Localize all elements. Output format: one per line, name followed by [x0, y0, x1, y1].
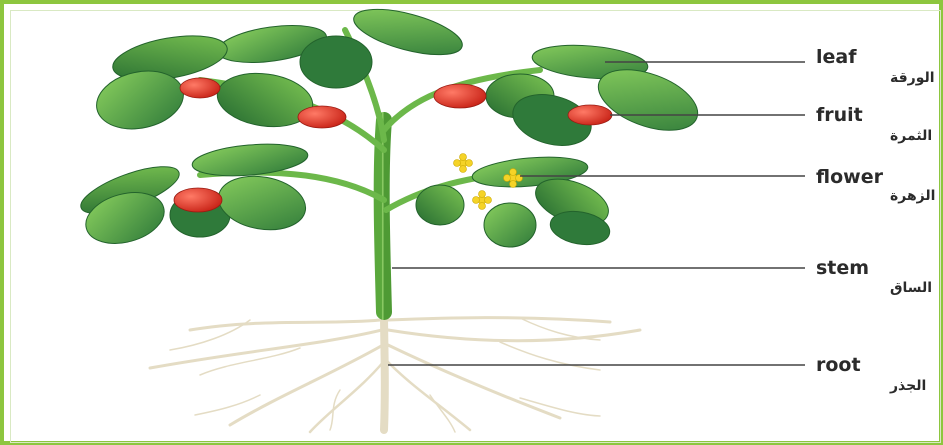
tomato-fruit — [434, 84, 486, 108]
label-flower-ar: الزهرة — [890, 188, 935, 204]
tomato-fruit — [180, 78, 220, 98]
label-fruit-ar: الثمرة — [890, 128, 932, 144]
label-stem-en: stem — [816, 257, 869, 279]
label-root-en: root — [816, 354, 861, 376]
label-stem-ar: الساق — [890, 280, 932, 296]
label-leaf-ar: الورقة — [890, 70, 935, 86]
label-fruit-en: fruit — [816, 104, 863, 126]
tomato-fruit — [298, 106, 346, 128]
flower-icon — [454, 154, 473, 173]
tomato-fruit — [174, 188, 222, 212]
label-leaf-en: leaf — [816, 46, 857, 68]
labels: leaf الورقة fruit الثمرة flower الزهرة s… — [816, 46, 935, 394]
roots — [150, 310, 640, 432]
label-root-ar: الجذر — [889, 378, 926, 394]
label-flower-en: flower — [816, 166, 884, 188]
flower-icon — [473, 191, 492, 210]
tomato-fruit — [568, 105, 612, 125]
